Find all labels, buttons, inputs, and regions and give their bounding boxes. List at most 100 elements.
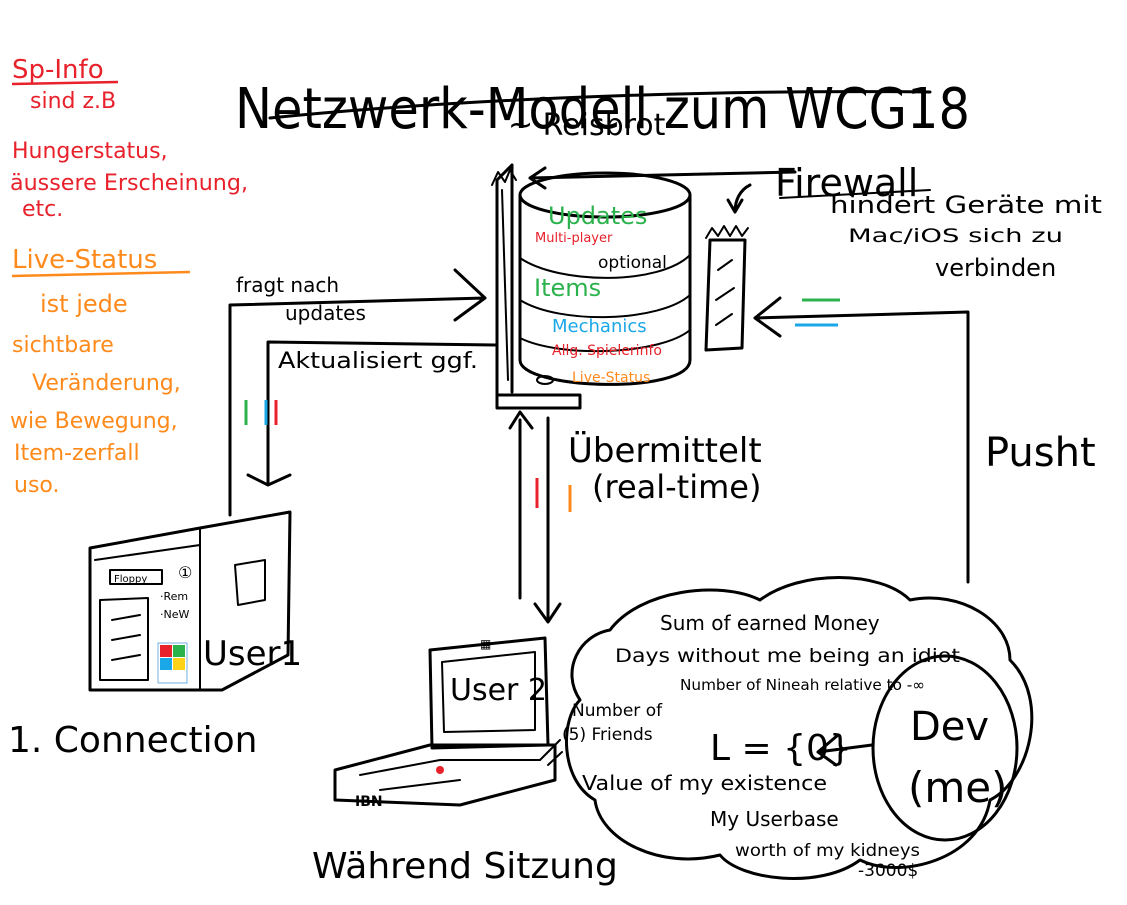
legend-live-status-line-3: Veränderung,	[32, 371, 181, 396]
author-label: ~ Reisbrot	[508, 108, 666, 143]
user1-server-arrows: fragt nach updates Aktualisiert ggf.	[228, 268, 497, 517]
dev-cloud-line-1: Sum of earned Money	[660, 611, 880, 635]
user1-logo-frame	[157, 642, 188, 684]
user2-brand: IBN	[355, 794, 383, 810]
legend-live-status-line-6: uso.	[14, 473, 59, 498]
user1-digit: ①	[178, 563, 192, 582]
firewall: Firewall hindert Geräte mit Mac/iOS sich…	[528, 161, 1102, 352]
server: Updates Multi-player optional Items Mech…	[491, 163, 692, 410]
user2-caption: Während Sitzung	[312, 846, 618, 887]
firewall-note-1: hindert Geräte mit	[830, 191, 1102, 219]
legend-sp-info-heading: Sp-Info	[12, 55, 104, 85]
user1-logo-green	[173, 645, 185, 657]
legend-sp-info-line-1: sind z.B	[30, 89, 116, 114]
legend-sp-info-line-4: etc.	[22, 197, 63, 222]
firewall-note-3: verbinden	[935, 254, 1056, 282]
user2-hinge	[539, 739, 563, 766]
user1-caption: 1. Connection	[8, 720, 258, 761]
user2-trackpoint	[436, 766, 444, 774]
user1-vent	[99, 597, 149, 681]
push-arrow-line	[753, 296, 970, 584]
legend-live-status-line-5: Item-zerfall	[14, 441, 140, 466]
server-layer-player-info: Allg. Spielerinfo	[552, 343, 662, 359]
user1-sticker	[234, 559, 266, 606]
dev-cloud-line-8: My Userbase	[710, 807, 839, 831]
dev-cloud-line-9: worth of my kidneys	[735, 841, 920, 861]
server-drum-body	[518, 193, 692, 386]
ask-updates-line-1: fragt nach	[236, 273, 339, 297]
server-drum-ring-3	[519, 329, 691, 353]
user2-laptop: ▦ User 2 IBN Während Sitzung	[312, 636, 618, 887]
user2-keyboard	[359, 759, 541, 791]
firewall-label-underline	[779, 189, 931, 199]
server-layer-multiplayer: Multi-player	[535, 231, 613, 246]
user1-logo-yellow	[173, 658, 185, 670]
user2-base	[333, 743, 557, 807]
firewall-hatch	[715, 259, 735, 326]
legend-live-status-line-4: wie Bewegung,	[10, 409, 178, 434]
dev-arrow	[816, 733, 874, 767]
user2-screen	[441, 651, 536, 733]
transmit-label-2: (real-time)	[592, 468, 761, 506]
firewall-note-2: Mac/iOS sich zu	[848, 225, 1063, 247]
legend-live-status: Live-Status ist jede sichtbare Veränderu…	[10, 245, 191, 498]
legend-sp-info: Sp-Info sind z.B Hungerstatus, äussere E…	[10, 55, 248, 222]
server-layer-optional: optional	[598, 253, 667, 273]
dev-cloud-line-4: Number of	[572, 701, 663, 721]
user1-floppy-label: Floppy	[114, 574, 147, 585]
user1-label: User1	[203, 634, 302, 674]
user1-logo-blue	[160, 658, 172, 670]
user1-logo-red	[160, 645, 172, 657]
legend-live-status-underline	[11, 270, 191, 278]
dev-cloud: Sum of earned Money Days without me bein…	[562, 576, 1034, 881]
firewall-to-server-arrow	[528, 166, 797, 190]
server-tower-top	[491, 169, 517, 186]
dev-label-2: (me)	[908, 763, 1008, 812]
server-tower-shade	[501, 189, 509, 381]
user1-computer: Floppy ① ·Rem ·NeW User1 1. Connection	[8, 510, 302, 761]
transmit-down-arrow	[533, 416, 562, 624]
legend-sp-info-underline	[11, 80, 119, 86]
dev-cloud-line-3: Number of Nineah relative to -∞	[680, 676, 925, 694]
user1-button-new: ·NeW	[160, 608, 189, 621]
legend-live-status-line-2: sichtbare	[12, 333, 114, 358]
transmit-arrows: Übermittelt (real-time)	[508, 410, 762, 624]
refresh-arrow	[246, 340, 497, 487]
server-drum-ring-1	[519, 254, 691, 279]
firewall-wall	[704, 238, 747, 352]
legend-sp-info-line-2: Hungerstatus,	[12, 139, 168, 164]
legend-live-status-line-1: ist jede	[40, 290, 128, 318]
dev-cloud-outline	[565, 576, 1034, 880]
server-button	[536, 375, 554, 385]
dev-cloud-line-6: L = {0}	[710, 728, 852, 769]
user2-label: User 2	[450, 673, 547, 708]
server-tower	[495, 163, 582, 410]
dev-cloud-line-5: (5) Friends	[562, 725, 653, 745]
legend-live-status-heading: Live-Status	[12, 245, 157, 275]
push-label: Pusht	[985, 430, 1096, 476]
server-drum-ring-2	[519, 294, 691, 319]
title-underline	[268, 90, 932, 120]
server-layer-mechanics: Mechanics	[552, 316, 647, 337]
transmit-up-arrow	[508, 410, 534, 600]
push-arrow: Pusht	[753, 296, 1096, 584]
server-layer-live-status: Live-Status	[572, 370, 650, 386]
server-layer-updates: Updates	[548, 202, 647, 230]
dev-cloud-line-7: Value of my existence	[582, 771, 827, 795]
dev-cloud-line-10: -3000$	[858, 861, 918, 881]
dev-cloud-line-2: Days without me being an idiot	[615, 645, 960, 667]
firewall-flames	[705, 225, 749, 239]
refresh-label: Aktualisiert ggf.	[278, 349, 478, 374]
firewall-to-wall-arrow	[726, 183, 752, 214]
server-layer-items: Items	[534, 274, 601, 302]
user1-floppy-slot	[109, 569, 163, 585]
transmit-label-1: Übermittelt	[568, 430, 762, 471]
ask-updates-arrow	[228, 268, 487, 517]
dev-circle	[871, 654, 1019, 842]
legend-sp-info-line-3: äussere Erscheinung,	[10, 171, 248, 196]
ask-updates-line-2: updates	[285, 301, 366, 325]
user1-button-rem: ·Rem	[160, 590, 188, 603]
user2-webcam: ▦	[480, 637, 491, 651]
dev-label-1: Dev	[910, 704, 989, 750]
